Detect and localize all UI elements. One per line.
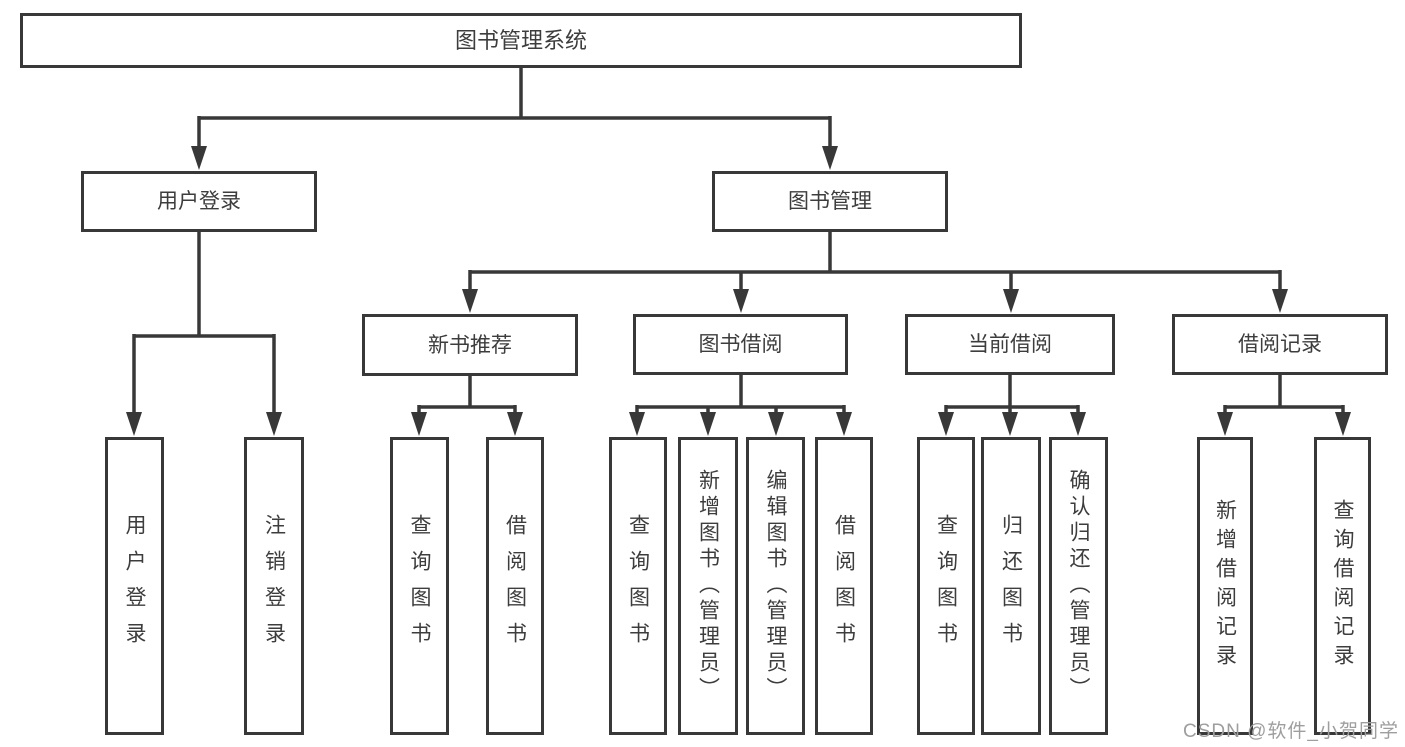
node-user-login: 用户登录 xyxy=(81,171,317,232)
leaf-add-borrow-record: 新增借阅记录 xyxy=(1197,437,1253,735)
leaf-confirm-return-admin: 确认归还（管理员） xyxy=(1049,437,1108,735)
leaf-borrow-borrow-books: 借阅图书 xyxy=(815,437,873,735)
leaf-query-borrow-record: 查询借阅记录 xyxy=(1314,437,1371,735)
leaf-recommend-borrow-books: 借阅图书 xyxy=(486,437,544,735)
csdn-watermark: CSDN @软件_小贺同学 xyxy=(1183,721,1399,742)
leaf-return-books: 归还图书 xyxy=(981,437,1041,735)
leaf-edit-books-admin: 编辑图书（管理员） xyxy=(746,437,805,735)
node-book-management: 图书管理 xyxy=(712,171,948,232)
node-borrow-records: 借阅记录 xyxy=(1172,314,1388,375)
node-library-management-system: 图书管理系统 xyxy=(20,13,1022,68)
leaf-user-login: 用户登录 xyxy=(105,437,164,735)
leaf-add-books-admin: 新增图书（管理员） xyxy=(678,437,738,735)
leaf-current-query-books: 查询图书 xyxy=(917,437,975,735)
leaf-recommend-query-books: 查询图书 xyxy=(390,437,449,735)
node-new-book-recommend: 新书推荐 xyxy=(362,314,578,376)
node-book-borrow: 图书借阅 xyxy=(633,314,848,375)
leaf-borrow-query-books: 查询图书 xyxy=(609,437,667,735)
arrowheads xyxy=(126,146,1351,436)
leaf-logout-login: 注销登录 xyxy=(244,437,304,735)
node-current-borrow: 当前借阅 xyxy=(905,314,1115,375)
